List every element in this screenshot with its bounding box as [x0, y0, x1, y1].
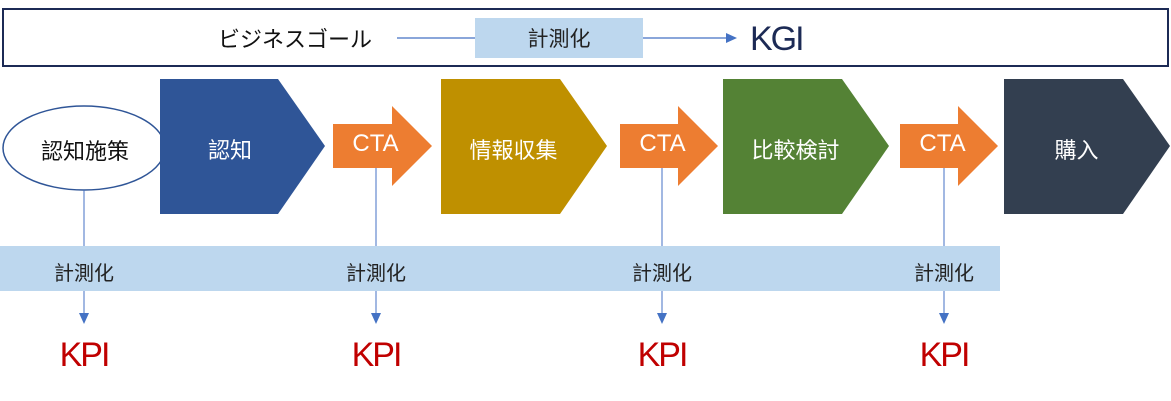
goal-arrowhead-icon — [726, 33, 737, 43]
cta-label-3: CTA — [919, 130, 966, 157]
kgi-measure-box: 計測化 — [475, 18, 643, 58]
cta-arrow-1 — [333, 106, 432, 186]
down-arrowhead-icon — [939, 313, 949, 324]
kpi-label-2: KPI — [351, 336, 403, 374]
business-goal-box — [2, 8, 1169, 67]
measure-label-2: 計測化 — [346, 261, 406, 285]
business-goal-label: ビジネスゴール — [217, 28, 372, 53]
down-arrowhead-icon — [657, 313, 667, 324]
initiative-label: 認知施策 — [40, 140, 129, 165]
cta-label-2: CTA — [639, 130, 686, 157]
kpi-label-1: KPI — [59, 336, 111, 374]
measure-label-3: 計測化 — [632, 261, 692, 285]
kgi-label: KGI — [750, 20, 805, 58]
kpi-label-3: KPI — [637, 336, 689, 374]
stage-label-comparison: 比較検討 — [751, 139, 840, 164]
down-arrowhead-icon — [371, 313, 381, 324]
kpi-label-4: KPI — [919, 336, 971, 374]
measure-label-1: 計測化 — [54, 261, 114, 285]
measure-label-4: 計測化 — [914, 261, 974, 285]
down-arrowhead-icon — [79, 313, 89, 324]
cta-label-1: CTA — [352, 130, 399, 157]
stage-label-info-gathering: 情報収集 — [469, 139, 558, 164]
stage-chevron-info-gathering — [441, 79, 607, 214]
cta-arrow-3 — [900, 106, 998, 186]
stage-chevron-purchase — [1004, 79, 1170, 214]
stage-label-purchase: 購入 — [1054, 139, 1099, 164]
cta-arrow-2 — [620, 106, 718, 186]
measure-band — [0, 246, 1000, 291]
stage-chevron-awareness — [160, 79, 325, 214]
stage-label-awareness: 認知 — [207, 139, 252, 164]
stage-chevron-comparison — [723, 79, 889, 214]
